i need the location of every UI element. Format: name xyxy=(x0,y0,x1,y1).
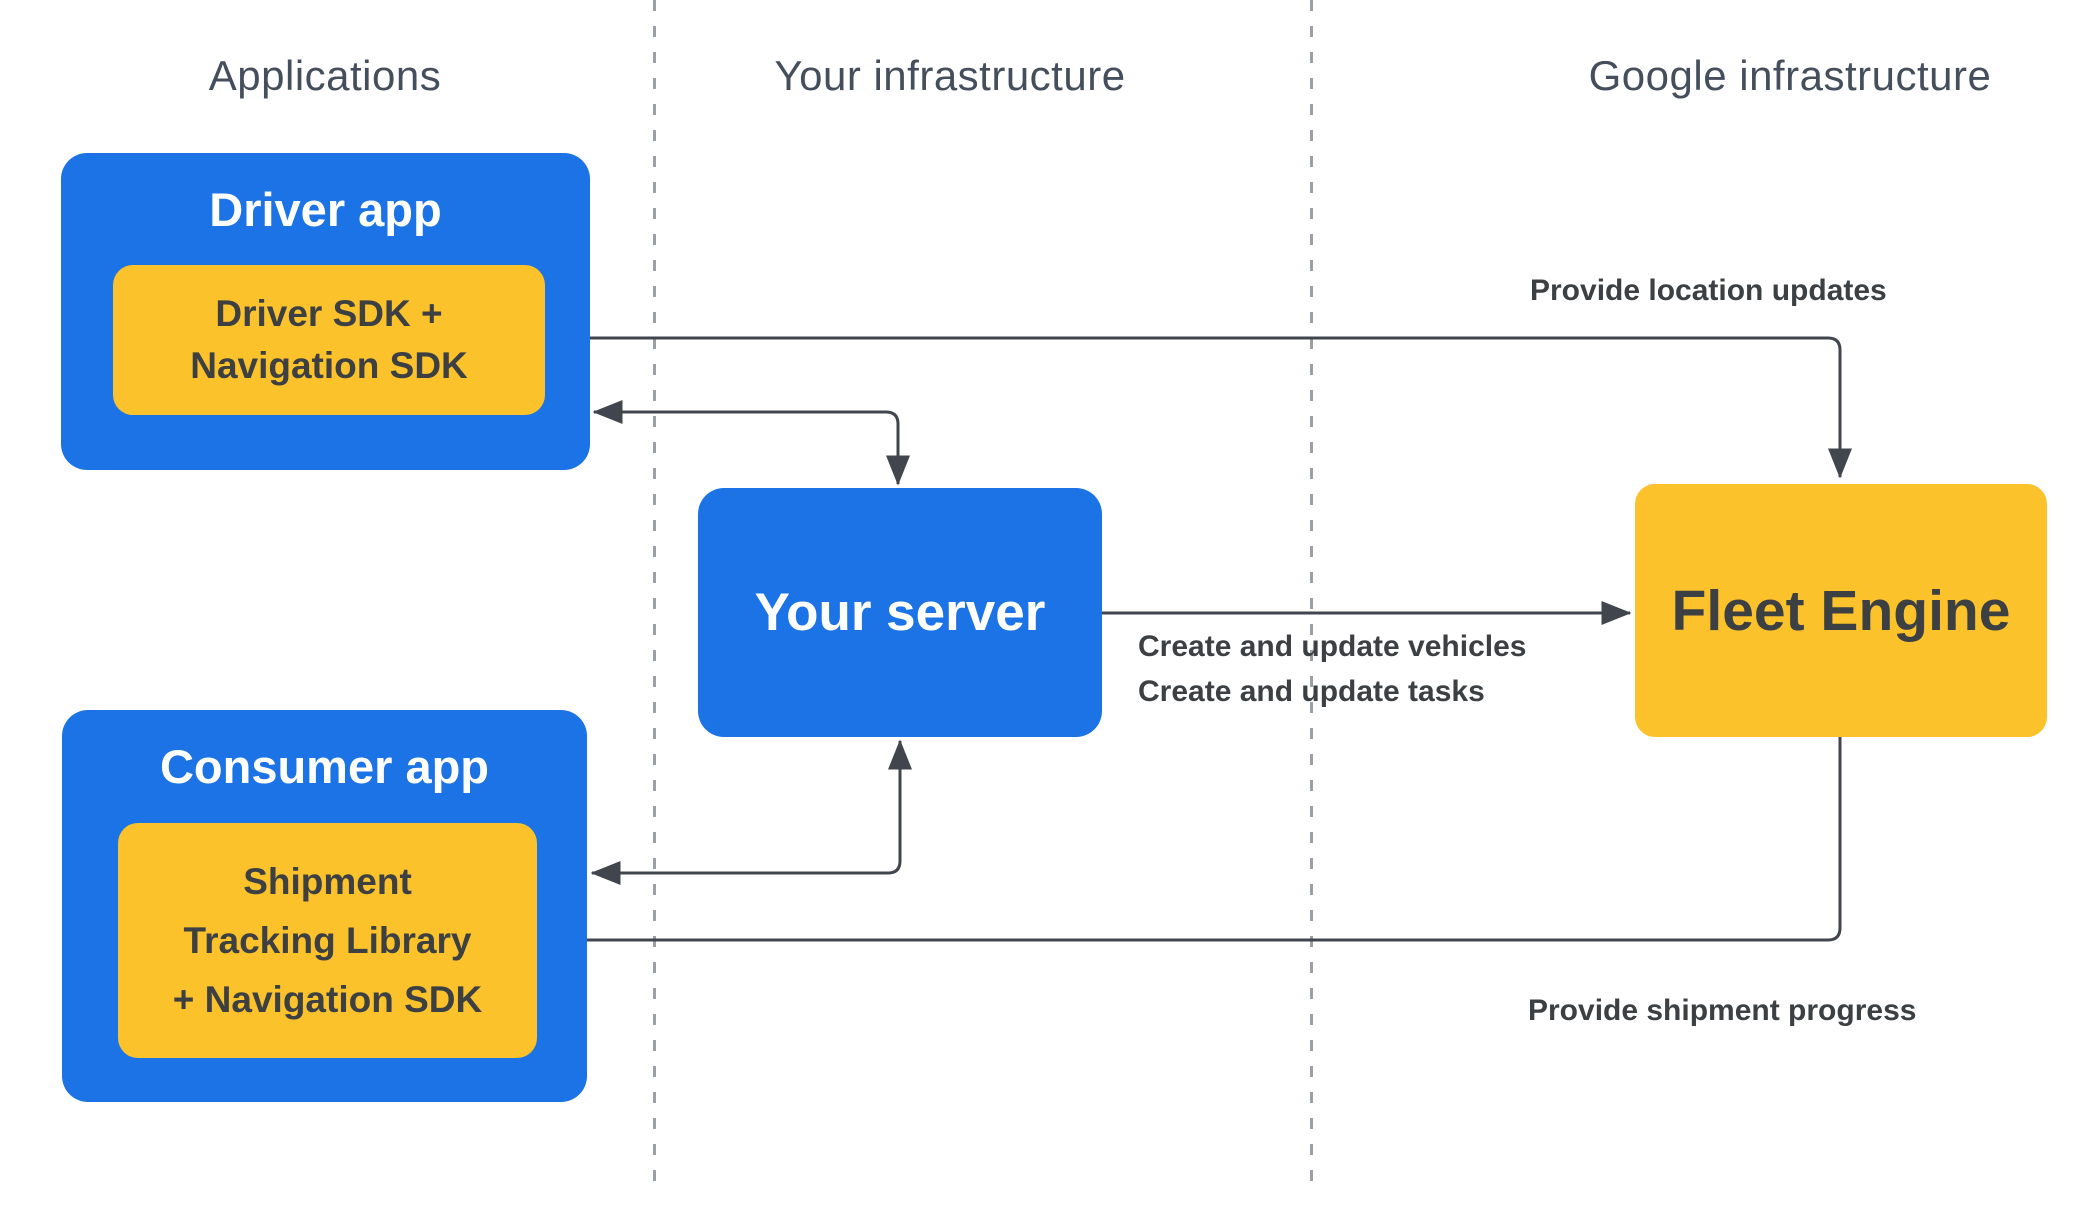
driver-sdk-node: Driver SDK + Navigation SDK xyxy=(113,265,545,415)
driver-app-node: Driver app Driver SDK + Navigation SDK xyxy=(61,153,590,470)
lane-header-applications: Applications xyxy=(208,52,442,99)
edge-consumer-server xyxy=(590,739,912,885)
consumer-app-node: Consumer app Shipment Tracking Library +… xyxy=(62,710,587,1102)
fleet-engine-node: Fleet Engine xyxy=(1635,484,2047,737)
edge-location-updates xyxy=(547,326,1852,479)
edge-driver-server xyxy=(592,400,910,486)
edge-shipment-progress xyxy=(541,737,1842,952)
driver-app-title: Driver app xyxy=(209,183,442,236)
label-create-and-update: Create and update vehicles Create and up… xyxy=(1138,630,1527,708)
label-provide-shipment-progress: Provide shipment progress xyxy=(1528,994,1917,1027)
lane-header-your-infrastructure: Your infrastructure xyxy=(774,52,1126,99)
shipment-tracking-library-node: Shipment Tracking Library + Navigation S… xyxy=(118,823,537,1058)
label-provide-location-updates: Provide location updates xyxy=(1530,274,1887,307)
lane-divider-left xyxy=(653,0,656,1195)
your-server-node: Your server xyxy=(698,488,1102,737)
lane-divider-right xyxy=(1310,0,1313,1195)
lane-header-google-infrastructure: Google infrastructure xyxy=(1588,52,1992,99)
consumer-app-title: Consumer app xyxy=(159,740,490,793)
